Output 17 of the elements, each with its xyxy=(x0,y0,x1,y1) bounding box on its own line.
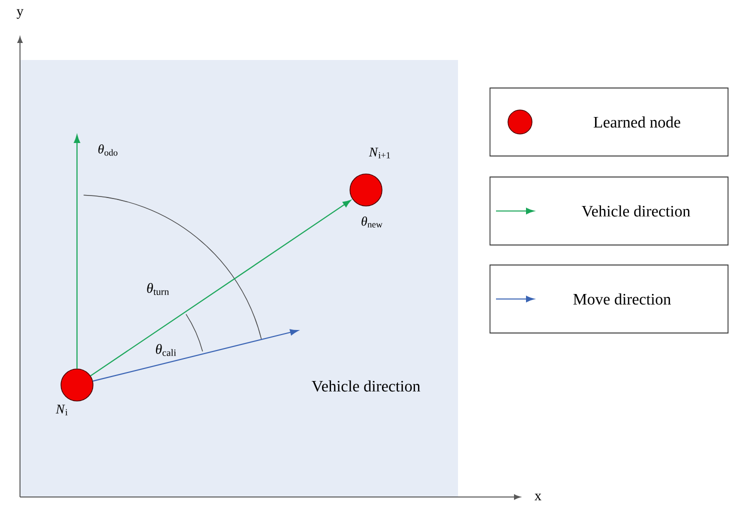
arrow xyxy=(90,200,351,376)
legend-text: Move direction xyxy=(573,293,671,305)
axis-label: y xyxy=(16,9,24,19)
legend-text: Vehicle direction xyxy=(582,205,690,217)
node-label: N$_{i}$ xyxy=(56,404,68,416)
node-circle xyxy=(60,368,94,402)
angle-label: θ$_{turn}$ xyxy=(147,282,169,296)
edge-label: θ$_{new}$ xyxy=(362,216,382,228)
angle-label: θ$_{cali}$ xyxy=(156,344,176,356)
arrow xyxy=(92,329,298,382)
node-label: N$_{i+1}$ xyxy=(368,148,390,158)
node-circle xyxy=(350,174,382,206)
direction-label: Vehicle direction xyxy=(312,380,420,392)
axis-label: x xyxy=(534,494,542,500)
legend-text: Learned node xyxy=(594,116,680,128)
arrow xyxy=(74,134,80,369)
edge-label: θ$_{odo}$ xyxy=(98,144,118,156)
